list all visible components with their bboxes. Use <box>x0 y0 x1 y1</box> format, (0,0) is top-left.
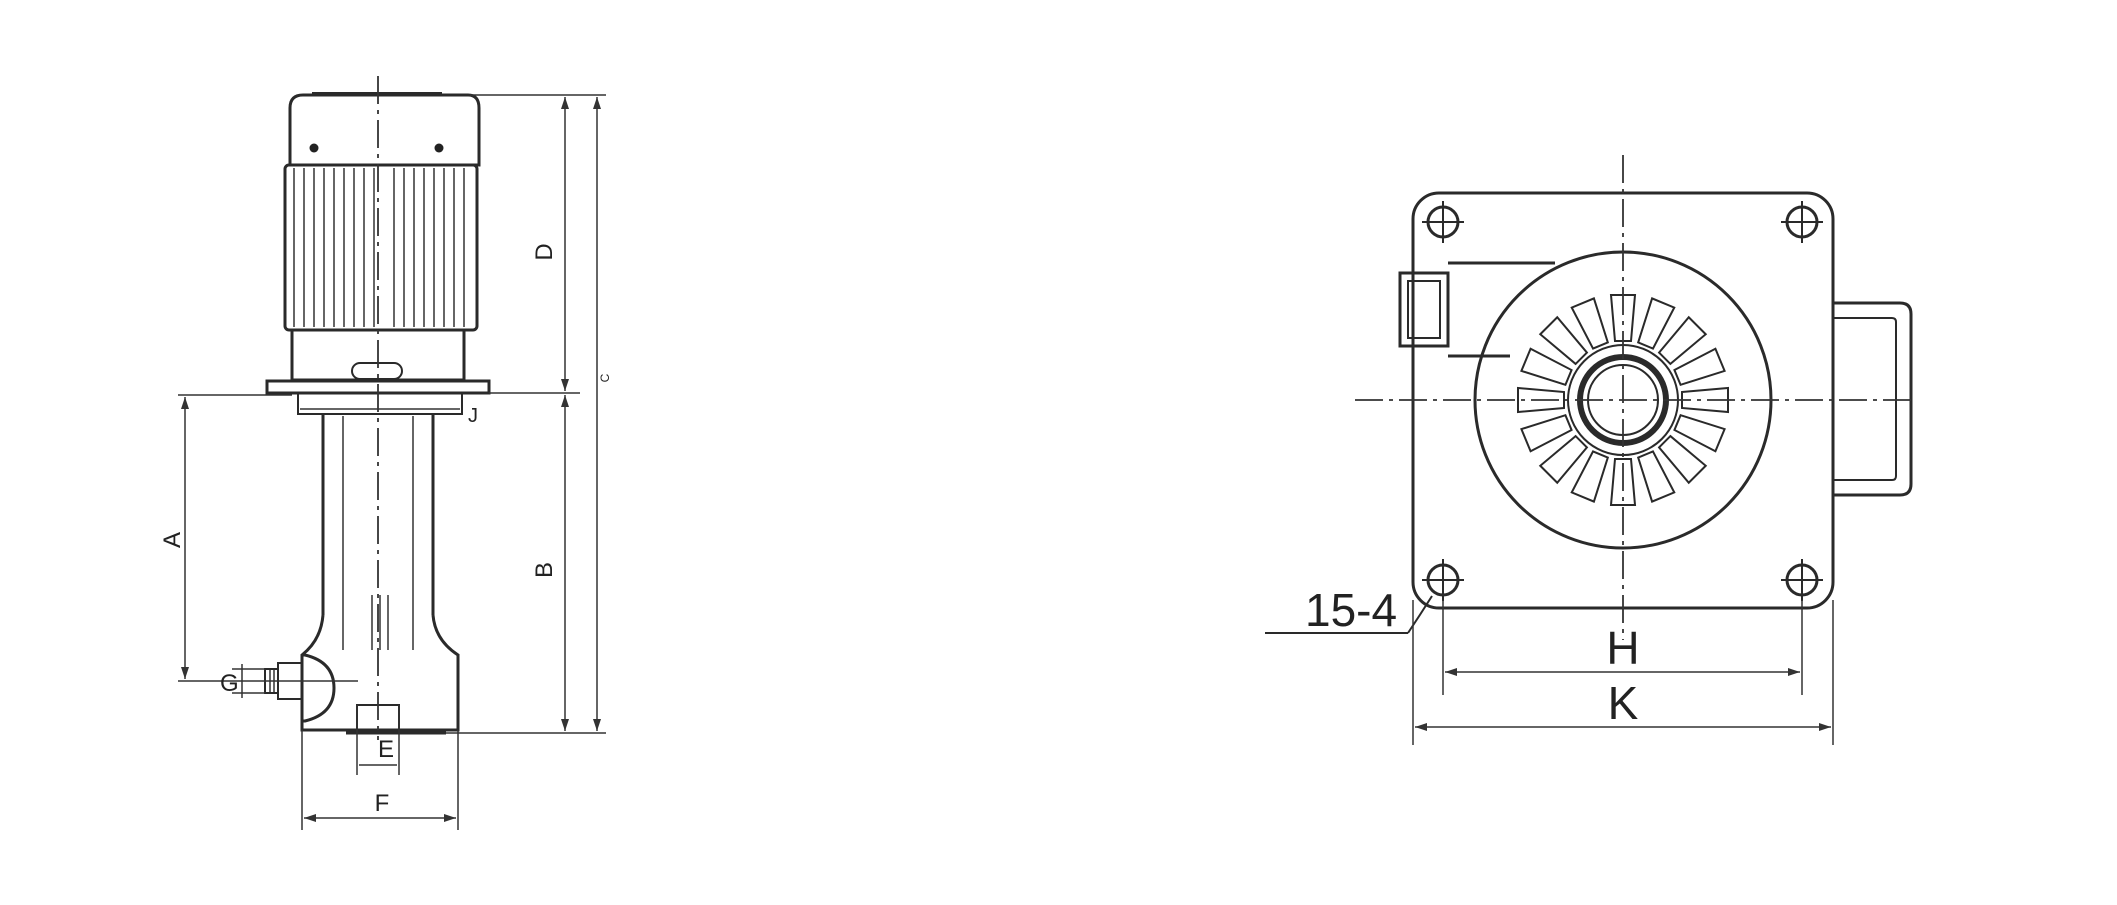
motor-cap <box>288 93 481 167</box>
carry-handle-inner <box>1833 317 1897 481</box>
dim-label-f: F <box>375 790 390 817</box>
dim-label-c: C <box>598 373 612 382</box>
dim-label-b: B <box>531 562 558 578</box>
terminal-connector <box>1448 261 1555 358</box>
fan-slots <box>1517 294 1729 506</box>
cooling-fins <box>293 168 465 327</box>
carry-handle <box>1833 301 1913 497</box>
cap-screw-right <box>434 143 444 153</box>
cap-screw-left <box>309 143 319 153</box>
top-view: 15-4 H K <box>1265 155 1915 745</box>
terminal-box <box>1398 271 1450 348</box>
dim-label-d: D <box>531 243 558 260</box>
mounting-hole-bottom-left <box>1422 559 1464 601</box>
dim-label-e: E <box>378 736 394 763</box>
neck-slot <box>351 362 403 380</box>
hole-callout-label: 15-4 <box>1305 584 1397 636</box>
dim-label-h: H <box>1606 622 1639 674</box>
mounting-hole-top-left <box>1422 201 1464 243</box>
outlet-boss <box>302 653 336 723</box>
dim-label-k: K <box>1608 677 1639 729</box>
dim-label-a: A <box>159 532 186 548</box>
hole-leader-curve <box>1407 595 1433 634</box>
flange-base <box>297 392 463 415</box>
mounting-hole-bottom-right <box>1781 559 1823 601</box>
terminal-box-inner <box>1407 280 1441 339</box>
dim-label-j: J <box>468 405 478 427</box>
mounting-hole-top-right <box>1781 201 1823 243</box>
side-view: D B C A G J E F <box>159 76 612 830</box>
dim-label-g: G <box>220 670 239 697</box>
